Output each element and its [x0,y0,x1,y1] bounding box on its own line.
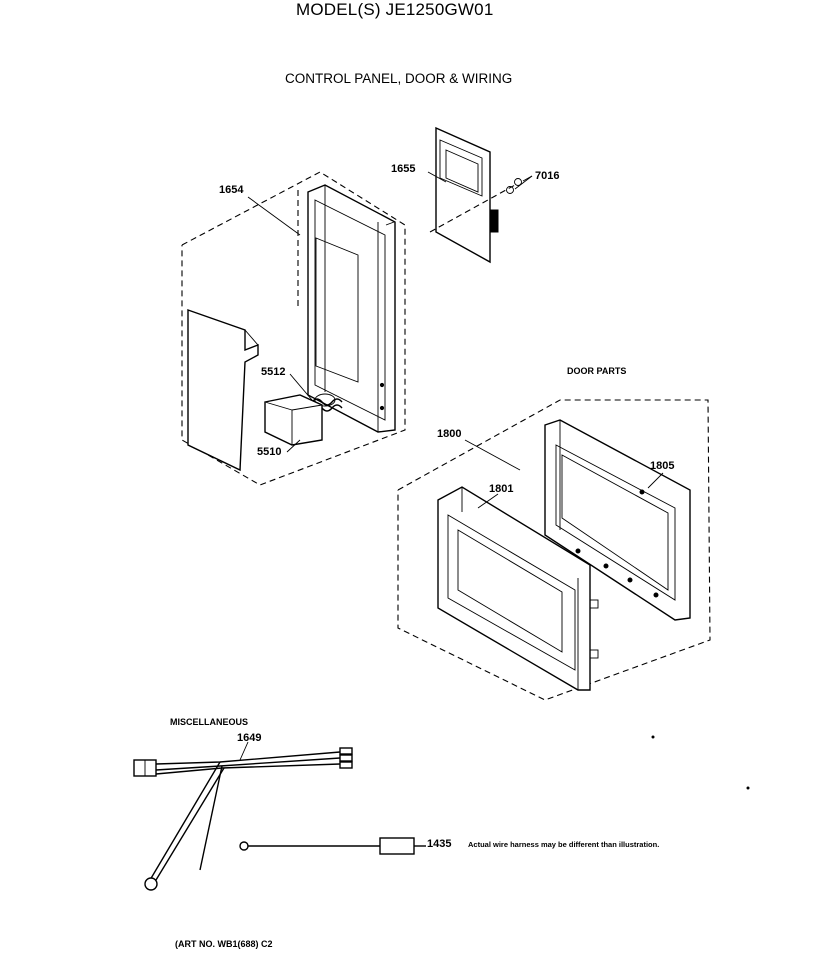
diagram-section-title: CONTROL PANEL, DOOR & WIRING [285,71,513,86]
ground-wire [239,837,426,855]
control-panel-assembly [181,171,406,486]
miscellaneous-label: MISCELLANEOUS [170,717,249,727]
callout-1655: 1655 [391,163,416,175]
harness-note: Actual wire harness may be different tha… [468,840,660,849]
callout-1801: 1801 [489,483,514,495]
callout-1654: 1654 [219,184,244,196]
callout-5510: 5510 [257,446,282,458]
diagram-model-title: MODEL(S) JE1250GW01 [296,0,494,19]
callout-1805: 1805 [650,460,675,472]
door-parts-assembly [397,399,711,701]
callout-1649: 1649 [237,732,262,744]
door-parts-label: DOOR PARTS [567,366,627,376]
callout-1800: 1800 [437,428,462,440]
art-number: (ART NO. WB1(688) C2 [175,939,273,949]
callout-5512: 5512 [261,366,286,378]
callout-1435: 1435 [427,838,452,850]
wire-harness [133,741,353,891]
frame-tabs [575,489,659,598]
callout-7016: 7016 [535,170,560,182]
control-board [427,126,533,264]
